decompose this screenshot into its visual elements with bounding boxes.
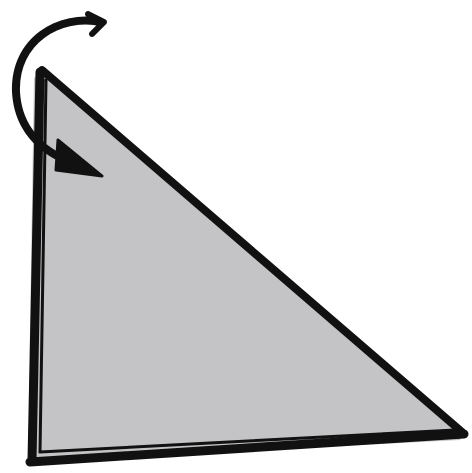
triangle-shape bbox=[28, 70, 464, 462]
